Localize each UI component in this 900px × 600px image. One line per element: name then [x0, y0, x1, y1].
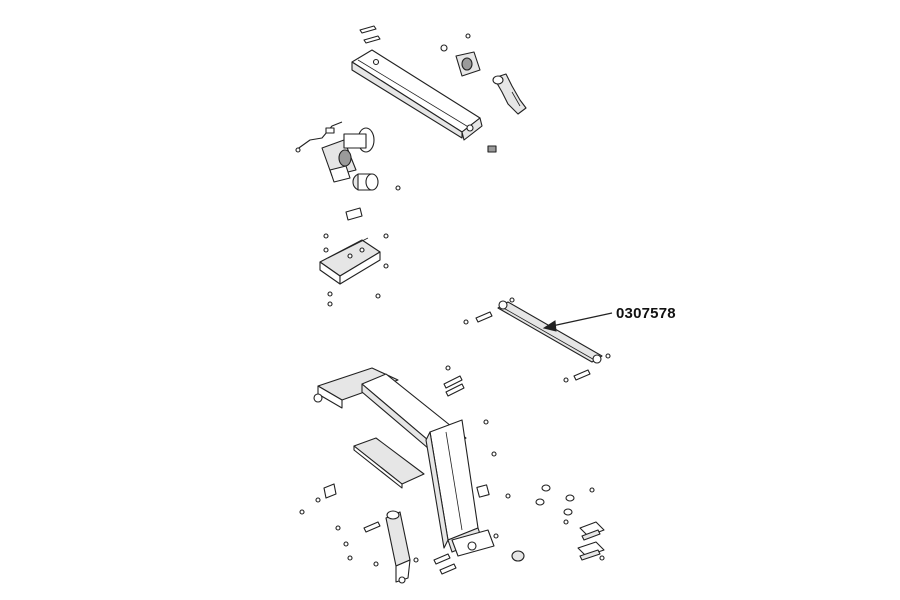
small-brackets: [563, 519, 605, 561]
loose-fasteners: [299, 493, 511, 567]
skid-plate: [353, 437, 425, 489]
callout-0307578: 0307578: [542, 305, 676, 332]
drum-sleeve: [352, 173, 401, 191]
callout-leader: [551, 312, 613, 327]
hook-fitting: [492, 73, 527, 115]
bushing-block: [440, 33, 481, 77]
link-rod-pins: [463, 297, 611, 383]
callout-part-number: 0307578: [616, 305, 676, 322]
callout-arrowhead: [542, 320, 557, 332]
winch-motor: [321, 127, 375, 183]
bracket-fasteners: [323, 233, 389, 307]
bushings: [511, 484, 595, 562]
bracket-plate: [345, 207, 363, 221]
spring: [487, 145, 497, 153]
wiring-harness: [295, 121, 343, 153]
hydraulic-cylinder: [385, 510, 411, 584]
loose-pins: [323, 483, 457, 575]
link-rod: [497, 300, 603, 364]
main-frame: [313, 367, 495, 557]
frame-pins: [443, 365, 497, 457]
upper-arm-beam: [351, 49, 483, 141]
mounting-bracket: [319, 237, 381, 285]
beam-pins: [359, 25, 381, 44]
